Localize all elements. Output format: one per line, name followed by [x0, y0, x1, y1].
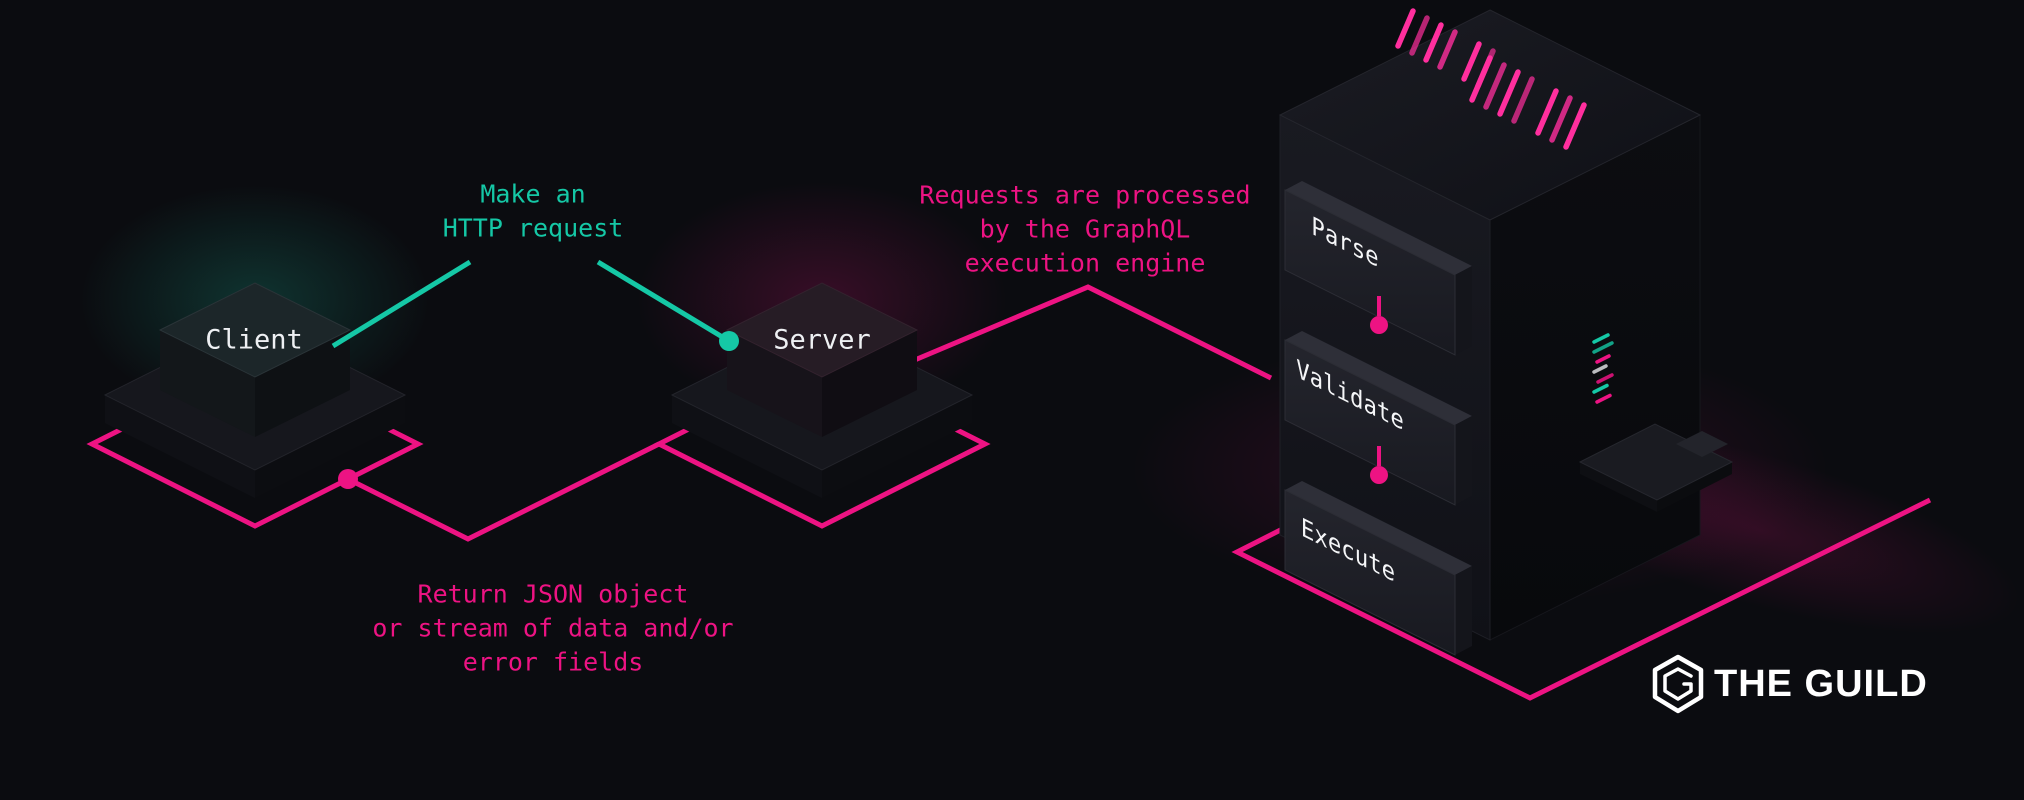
response-path [346, 441, 661, 542]
response-endpoint-dot [338, 469, 358, 489]
execute-step-top-face [1285, 481, 1472, 575]
server-pedestal-left-face [672, 395, 822, 498]
client-pedestal-right-face [255, 395, 405, 498]
engine-label-line2: by the GraphQL [980, 215, 1191, 244]
server-node: Server [670, 282, 974, 498]
validate-step-front-face [1284, 339, 1456, 506]
parse-validate-dot [1370, 316, 1388, 334]
client-pedestal-left-face [105, 395, 255, 498]
server-pedestal-right-face [822, 395, 972, 498]
client-node: Client [103, 282, 407, 498]
client-cube-left-face [160, 330, 255, 437]
console-right-edge [1657, 462, 1732, 512]
brand-name: THE GUILD [1714, 663, 1928, 705]
barcode-lights [1395, 8, 1587, 150]
console-top-face [1578, 423, 1734, 501]
console-unit [1578, 423, 1734, 512]
engine-base-outline [1231, 497, 1932, 701]
request-label-line2: HTTP request [443, 214, 624, 243]
console-left-edge [1580, 462, 1657, 512]
client-label: Client [205, 325, 303, 356]
engine-step-parse: Parse [1284, 181, 1472, 356]
request-label-line1: Make an [480, 180, 585, 209]
client-cube-right-face [255, 330, 350, 437]
parse-step-side-face [1455, 266, 1472, 355]
validate-step-side-face [1455, 416, 1472, 505]
engine-label-line1: Requests are processed [919, 181, 1250, 210]
validate-step-top-face [1285, 331, 1472, 425]
brand-logo: THE GUILD [1652, 654, 1928, 714]
server-cube-right-face [822, 330, 917, 437]
engine-annotation: Requests are processed by the GraphQL ex… [919, 181, 1250, 278]
request-line-right [596, 259, 731, 344]
response-label-line3: error fields [463, 648, 644, 677]
server-cube-left-face [727, 330, 822, 437]
guild-hexagon-icon [1652, 654, 1704, 714]
execute-step-front-face [1284, 489, 1456, 656]
http-request-flow: Make an HTTP request [331, 180, 739, 351]
tower-top-face [1278, 9, 1702, 221]
response-label-line1: Return JSON object [418, 580, 689, 609]
console-pad [1676, 431, 1728, 457]
engine-label-line3: execution engine [965, 249, 1206, 278]
engine-request-path [909, 284, 1273, 381]
parse-step-top-face [1285, 181, 1472, 275]
response-label-line2: or stream of data and/or [372, 614, 733, 643]
server-cube-top-face [725, 282, 919, 378]
engine-step-execute: Execute [1284, 481, 1472, 656]
engine-tower: Parse Validate Execute [1278, 8, 1734, 656]
code-activity-indicator [1592, 333, 1614, 404]
request-endpoint-dot [719, 331, 739, 351]
server-label: Server [773, 325, 871, 356]
parse-step-front-face [1284, 189, 1456, 356]
response-annotation: Return JSON object or stream of data and… [372, 580, 733, 677]
validate-execute-dot [1370, 466, 1388, 484]
request-line-left [331, 259, 472, 349]
execute-step-side-face [1455, 566, 1472, 655]
client-cube-top-face [158, 282, 352, 378]
